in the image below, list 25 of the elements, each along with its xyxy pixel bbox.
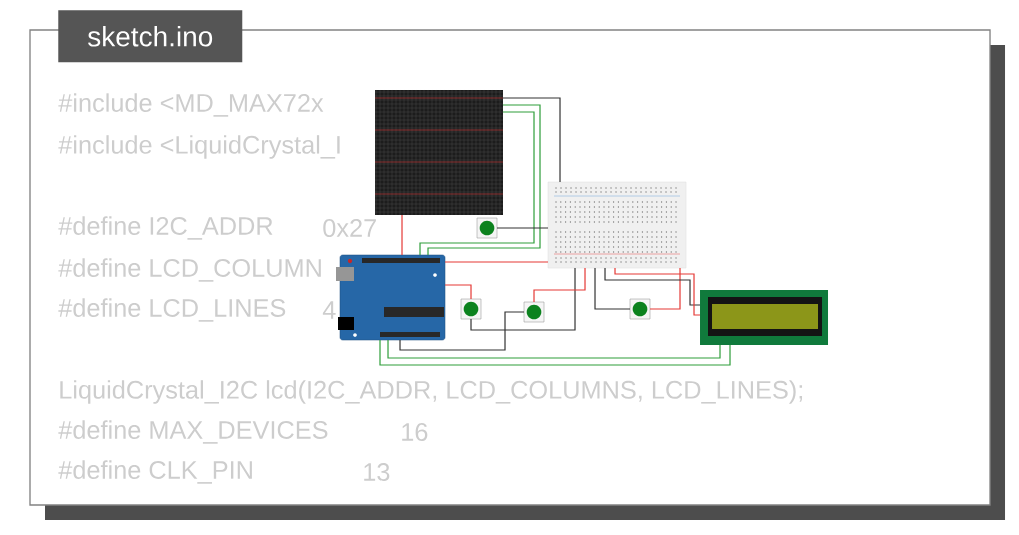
file-name-tab: sketch.ino — [58, 10, 243, 63]
lcd-display-drawing — [700, 290, 828, 345]
wire — [444, 261, 549, 263]
wire — [427, 104, 541, 256]
wire — [387, 339, 721, 359]
led-matrix-drawing — [374, 89, 504, 216]
microcontroller-board-drawing — [336, 254, 446, 341]
wire — [399, 311, 525, 351]
wire — [470, 267, 576, 331]
wire — [496, 227, 549, 229]
pushbutton-drawing — [523, 301, 545, 323]
wire — [649, 267, 681, 310]
wire — [444, 284, 472, 300]
wire — [604, 267, 701, 306]
wire — [533, 267, 586, 303]
wire — [419, 111, 535, 256]
wire — [614, 267, 701, 316]
wire — [379, 339, 731, 366]
wire — [401, 214, 403, 256]
breadboard-drawing — [547, 181, 687, 269]
pushbutton-drawing — [460, 298, 482, 320]
pushbutton-drawing — [629, 298, 651, 320]
wire — [594, 267, 631, 310]
wire — [502, 97, 561, 183]
pushbutton-drawing — [476, 217, 498, 239]
